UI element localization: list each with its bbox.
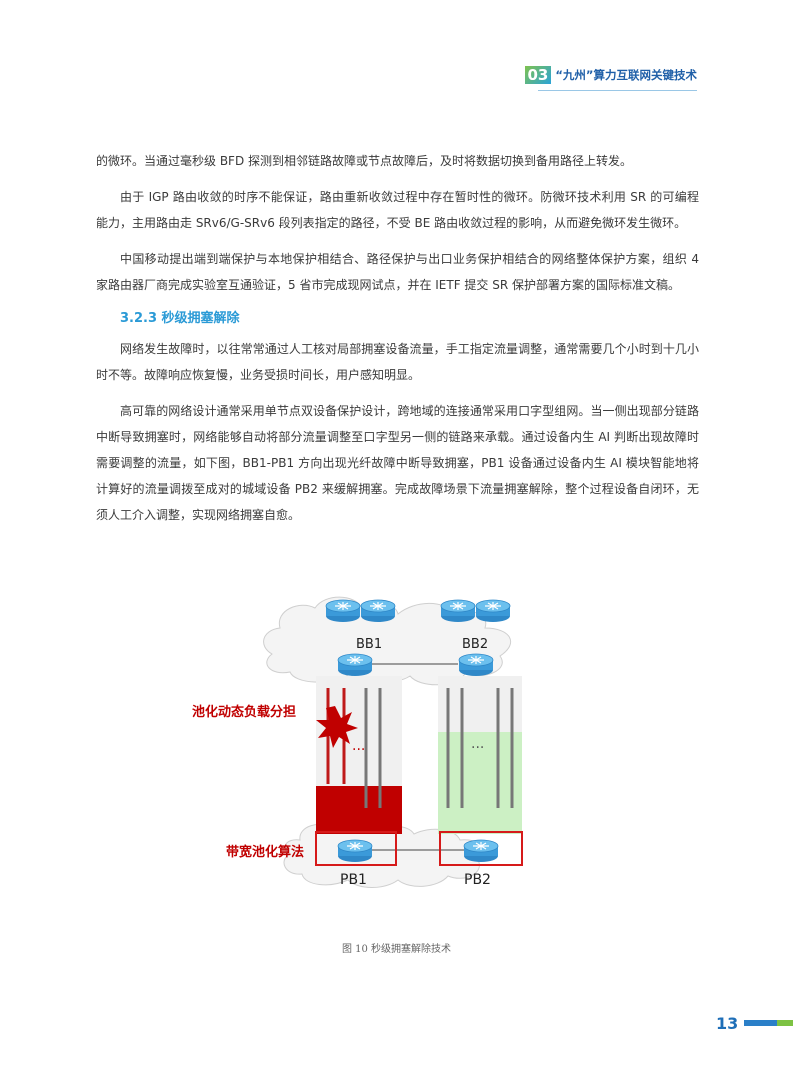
pb1-label: PB1: [340, 872, 367, 888]
normal-fill: [438, 732, 522, 834]
bb1-label: BB1: [356, 637, 382, 652]
failure-burst-icon: [316, 706, 358, 748]
congestion-diagram: ... ... BB1 BB2 PB1 PB2 池化动态负载分担 带宽池化算法: [180, 588, 560, 908]
paragraph: 由于 IGP 路由收敛的时序不能保证，路由重新收敛过程中存在暂时性的微环。防微环…: [96, 190, 699, 230]
paragraph: 的微环。当通过毫秒级 BFD 探测到相邻链路故障或节点故障后，及时将数据切换到备…: [96, 154, 633, 168]
paragraph: 网络发生故障时，以往常常通过人工核对局部拥塞设备流量，手工指定流量调整，通常需要…: [96, 342, 699, 382]
pb2-highlight-box: [439, 831, 523, 866]
footer-bar-green: [777, 1020, 793, 1026]
header-title: “九州”算力互联网关键技术: [555, 68, 697, 82]
header-rule: [538, 90, 697, 91]
bb1-edge-router-icon: [337, 653, 373, 677]
bb2-router-icon: [440, 599, 476, 623]
bb1-router-icon: [360, 599, 396, 623]
left-dots: ...: [352, 738, 365, 754]
bb2-edge-router-icon: [458, 653, 494, 677]
paragraph: 高可靠的网络设计通常采用单节点双设备保护设计，跨地域的连接通常采用口字型组网。当…: [96, 404, 699, 522]
pb1-highlight-box: [315, 831, 397, 866]
page-number: 13: [716, 1014, 739, 1033]
pb1-router-icon: [337, 839, 373, 863]
section-number: 03: [524, 66, 552, 84]
page-header: 03 “九州”算力互联网关键技术: [524, 66, 697, 84]
bb2-label: BB2: [462, 637, 488, 652]
section-heading: 3.2.3 秒级拥塞解除: [120, 311, 240, 326]
paragraph: 中国移动提出端到端保护与本地保护相结合、路径保护与出口业务保护相结合的网络整体保…: [96, 252, 699, 292]
bb2-router-icon: [475, 599, 511, 623]
body-text: 的微环。当通过毫秒级 BFD 探测到相邻链路故障或节点故障后，及时将数据切换到备…: [96, 148, 699, 538]
bb1-router-icon: [325, 599, 361, 623]
right-links: [446, 688, 514, 808]
footer-bar: [744, 1020, 793, 1026]
figure-caption: 图 10 秒级拥塞解除技术: [341, 944, 452, 955]
left-links: [364, 688, 382, 808]
pool-load-annotation: 池化动态负载分担: [192, 704, 296, 720]
bandwidth-pool-annotation: 带宽池化算法: [226, 844, 304, 860]
right-dots: ...: [471, 736, 484, 752]
pb2-label: PB2: [464, 872, 491, 888]
pb2-router-icon: [463, 839, 499, 863]
footer-bar-blue: [744, 1020, 777, 1026]
congested-fill: [316, 786, 402, 834]
